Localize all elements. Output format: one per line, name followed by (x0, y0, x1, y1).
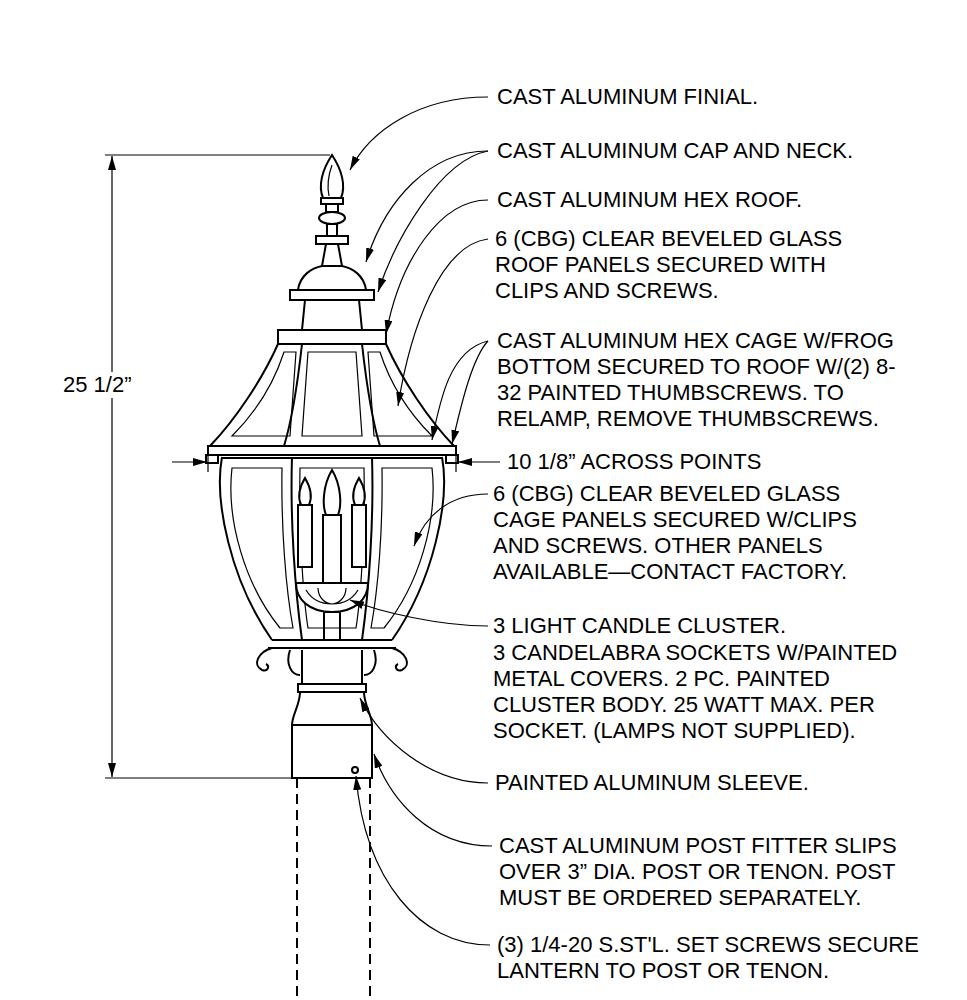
callout-label: CAST ALUMINUM FINIAL. (497, 84, 758, 110)
callout-label: (3) 1/4-20 S.ST'L. SET SCREWS SECURE LAN… (497, 932, 947, 984)
sleeve-and-post-part (296, 778, 298, 1000)
candle-cluster-part (352, 505, 366, 567)
hex-roof-part (206, 455, 218, 463)
hex-cage-part (392, 457, 444, 640)
leader-lines-part (374, 754, 492, 846)
frog-bottom-part (364, 650, 376, 675)
hex-roof (206, 330, 458, 463)
hex-roof-part (386, 344, 454, 446)
leader-lines-part (452, 341, 488, 444)
hex-roof-part (446, 455, 458, 463)
cap-and-neck-part (290, 290, 374, 300)
hex-roof-part (210, 344, 278, 446)
frog-bottom-part (288, 650, 300, 675)
frog-bottom-part (268, 647, 396, 649)
leader-lines-part (432, 341, 488, 440)
dimension-label: 10 1/8” ACROSS POINTS (507, 449, 761, 475)
finial-part (319, 212, 345, 224)
leader-lines (350, 97, 492, 945)
dimension-lines (105, 155, 500, 778)
leader-lines-part (386, 200, 488, 334)
candle-cluster-part (324, 612, 340, 640)
callout-label: 6 (CBG) CLEAR BEVELED GLASS CAGE PANELS … (493, 481, 883, 585)
frog-bottom-part (392, 648, 407, 670)
finial (316, 155, 348, 244)
frog-bottom-part (302, 650, 362, 684)
candle-cluster-part (296, 583, 368, 612)
callout-label: CAST ALUMINUM HEX CAGE W/FROG BOTTOM SEC… (497, 328, 912, 432)
callout-label: PAINTED ALUMINUM SLEEVE. (495, 770, 809, 796)
sleeve-and-post-part (352, 767, 358, 773)
sleeve-and-post-part (292, 725, 372, 778)
cap-and-neck-part (302, 300, 362, 330)
leader-lines-part (398, 239, 488, 406)
candle-cluster-part (306, 588, 358, 604)
finial-part (316, 236, 348, 244)
cap-and-neck-part (298, 266, 366, 290)
dimension-lines-part (111, 156, 112, 777)
leader-lines-part (360, 698, 488, 783)
cap-and-neck (290, 244, 374, 330)
candle-cluster (296, 470, 368, 640)
candle-cluster-part (323, 515, 341, 583)
dimension-label: 25 1/2” (60, 372, 135, 398)
hex-cage-part (222, 457, 442, 459)
leader-lines-part (378, 151, 488, 292)
frog-bottom (257, 648, 407, 725)
hex-cage-part (371, 468, 433, 628)
hex-cage-part (220, 457, 272, 640)
sleeve-and-post-part (369, 778, 371, 1000)
finial-part (327, 224, 337, 236)
sleeve-and-post (292, 725, 372, 1000)
callout-note: 3 CANDELABRA SOCKETS W/PAINTED METAL COV… (493, 640, 921, 744)
dimension-lines-part (172, 461, 207, 462)
finial-part (321, 155, 343, 198)
frog-bottom-part (298, 684, 366, 692)
hex-cage-part (231, 468, 293, 628)
frog-bottom-part (257, 648, 272, 670)
callout-label: 3 LIGHT CANDLE CLUSTER. (493, 613, 786, 639)
cap-and-neck-part (322, 244, 342, 266)
finial-part (328, 165, 332, 196)
dimension-lines-part (105, 777, 292, 778)
dimension-lines-part (105, 154, 330, 155)
hex-roof-part (232, 352, 296, 436)
leader-lines-part (350, 600, 488, 626)
callout-label: 6 (CBG) CLEAR BEVELED GLASS ROOF PANELS … (495, 226, 875, 304)
candle-cluster-part (353, 478, 364, 505)
finial-part (326, 204, 338, 212)
hex-cage (220, 457, 444, 640)
candle-cluster-part (298, 505, 312, 567)
callout-label: CAST ALUMINUM HEX ROOF. (497, 187, 802, 213)
candle-cluster-part (299, 478, 310, 505)
callout-label: CAST ALUMINUM CAP AND NECK. (497, 138, 853, 164)
hex-roof-part (302, 352, 362, 436)
frog-bottom-part (292, 692, 372, 725)
candle-cluster-part (324, 470, 340, 515)
leader-lines-part (356, 776, 490, 945)
hex-roof-part (278, 330, 386, 344)
dimension-lines-part (458, 461, 500, 462)
hex-roof-part (208, 446, 456, 455)
callout-label: CAST ALUMINUM POST FITTER SLIPS OVER 3” … (499, 833, 959, 911)
leader-lines-part (414, 494, 488, 546)
